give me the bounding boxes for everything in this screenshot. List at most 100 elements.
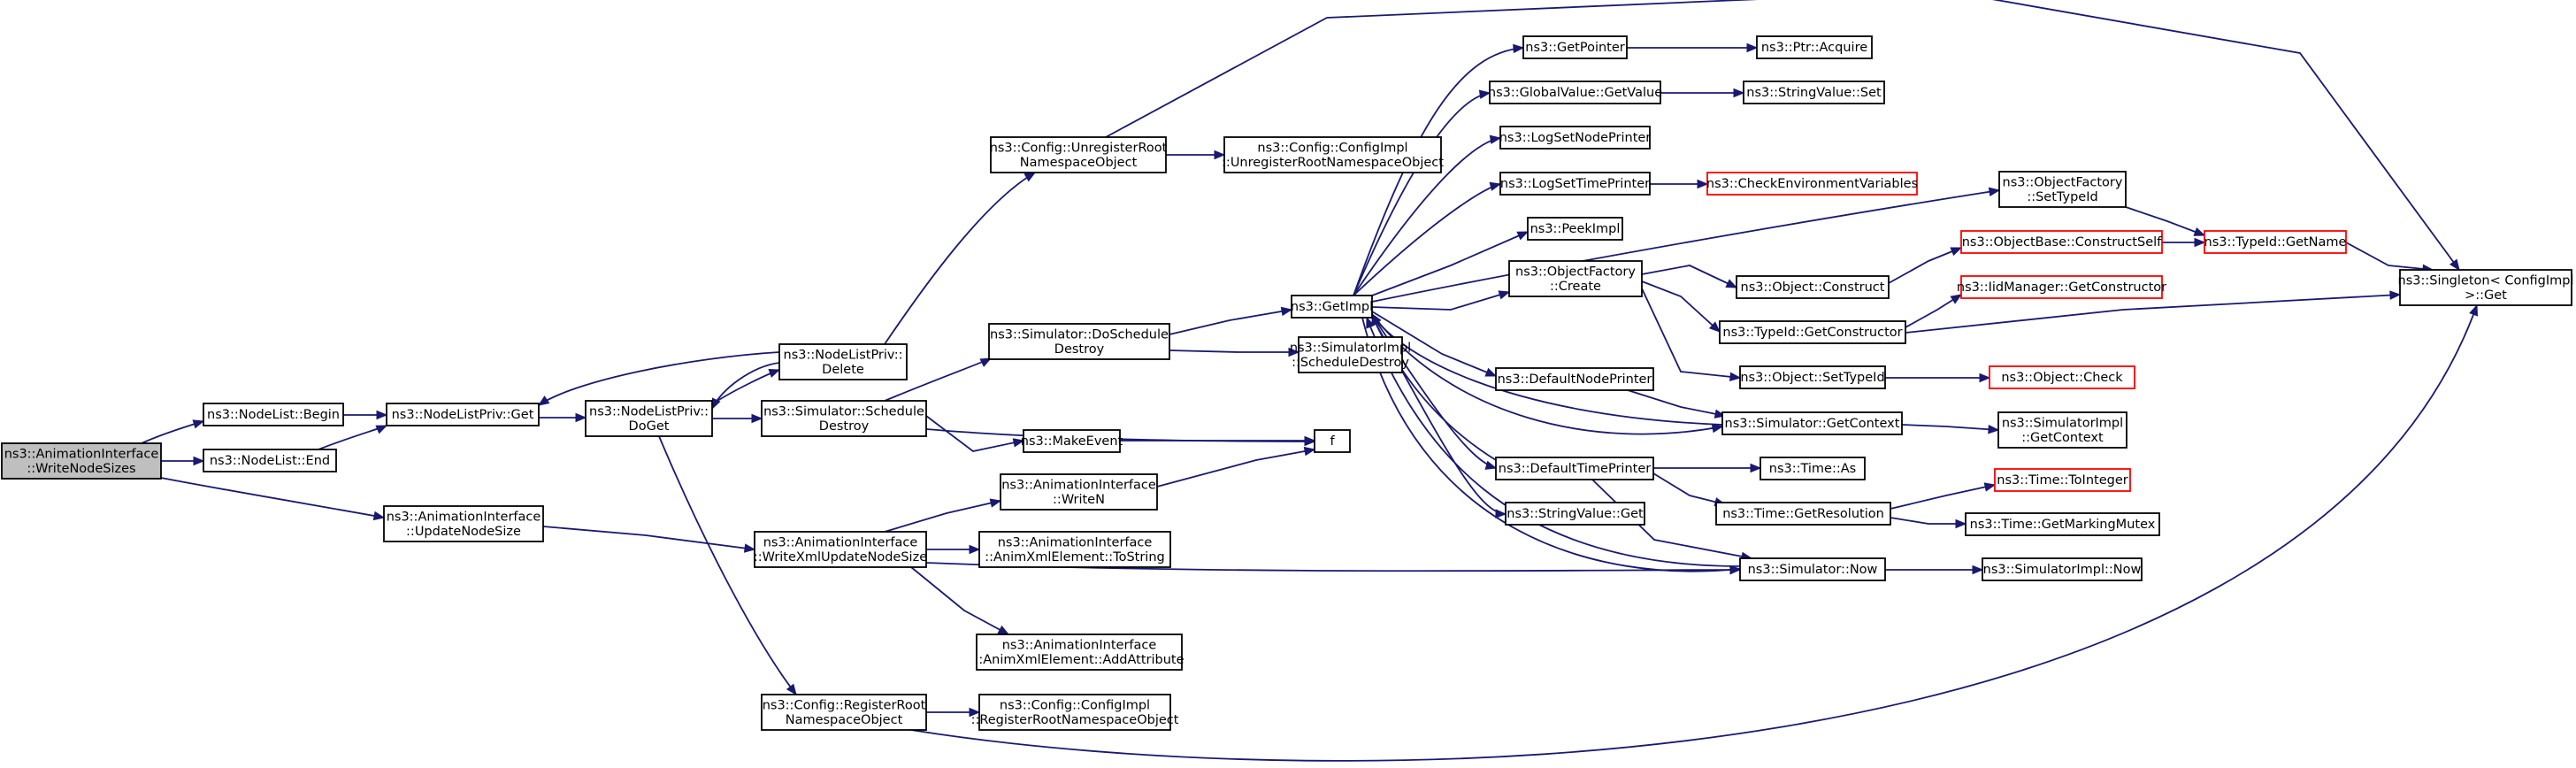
- node-simimpl_getctx[interactable]: ns3::SimulatorImpl::GetContext: [1997, 411, 2128, 449]
- node-label: ::GetContext: [2021, 431, 2104, 445]
- node-label: ns3::StringValue::Get: [1506, 507, 1644, 521]
- node-nlp_delete[interactable]: ns3::NodeListPriv::Delete: [778, 343, 908, 380]
- node-label: ns3::AnimationInterface: [763, 535, 918, 549]
- node-sim_now[interactable]: ns3::Simulator::Now: [1739, 557, 1886, 581]
- call-edge-sim_sched-to-make_event: [925, 415, 1025, 452]
- node-getimpl[interactable]: ns3::GetImpl: [1291, 295, 1373, 319]
- node-time_getres[interactable]: ns3::Time::GetResolution: [1715, 502, 1891, 526]
- call-edge-of_create-to-obj_settypeid: [1641, 288, 1742, 382]
- node-label: ns3::TypeId::GetName: [2204, 235, 2347, 250]
- arrowhead: [969, 707, 981, 718]
- node-cfg_unreg[interactable]: ns3::Config::UnregisterRootNamespaceObje…: [990, 136, 1168, 173]
- node-box: [754, 531, 927, 568]
- node-nlp_doget[interactable]: ns3::NodeListPriv::DoGet: [585, 400, 713, 437]
- node-label: ns3::Object::Check: [2001, 371, 2123, 385]
- node-label: ns3::AnimationInterface: [1002, 638, 1157, 652]
- node-of_create[interactable]: ns3::ObjectFactory::Create: [1508, 260, 1643, 297]
- call-edge-of_settypeid-to-typeid_getname: [2125, 206, 2206, 236]
- node-box: [1291, 295, 1373, 319]
- node-ai_update[interactable]: ns3::AnimationInterface::UpdateNodeSize: [383, 505, 544, 542]
- node-peekimpl[interactable]: ns3::PeekImpl: [1527, 217, 1623, 241]
- node-checkenv[interactable]: ns3::CheckEnvironmentVariables: [1706, 172, 1918, 196]
- node-obj_construct[interactable]: ns3::Object::Construct: [1736, 275, 1890, 299]
- node-getpointer[interactable]: ns3::GetPointer: [1522, 35, 1628, 59]
- node-box: [1721, 411, 1903, 435]
- arrowhead: [1979, 372, 1991, 383]
- arrowhead: [537, 396, 550, 406]
- node-obj_settypeid[interactable]: ns3::Object::SetTypeId: [1739, 365, 1886, 389]
- node-box: [778, 343, 908, 380]
- node-box: [1719, 320, 1906, 344]
- node-ai_tostring[interactable]: ns3::AnimationInterface::AnimXmlElement:…: [978, 531, 1171, 568]
- node-defnodeprinter[interactable]: ns3::DefaultNodePrinter: [1495, 367, 1654, 391]
- node-ai_writen[interactable]: ns3::AnimationInterface::WriteN: [1000, 473, 1158, 511]
- node-nl_end[interactable]: ns3::NodeList::End: [203, 449, 337, 472]
- node-nl_begin[interactable]: ns3::NodeList::Begin: [203, 403, 344, 426]
- node-label: ns3::Config::RegisterRoot: [763, 698, 926, 712]
- node-root[interactable]: ns3::AnimationInterface::WriteNodeSizes: [1, 442, 162, 480]
- node-label: ns3::ObjectFactory: [2003, 175, 2123, 189]
- node-of_settypeid[interactable]: ns3::ObjectFactory::SetTypeId: [1998, 171, 2127, 208]
- call-edge-root-to-nl_begin: [141, 419, 205, 444]
- node-typeid_getname[interactable]: ns3::TypeId::GetName: [2204, 230, 2347, 254]
- arrowhead: [1983, 482, 1997, 492]
- node-label: ns3::GetImpl: [1291, 300, 1373, 314]
- call-edge-nlp_delete-to-cfg_unreg: [884, 172, 1037, 345]
- node-gv_getvalue[interactable]: ns3::GlobalValue::GetValue: [1488, 81, 1662, 104]
- arrowhead: [979, 357, 993, 367]
- node-logsetnode[interactable]: ns3::LogSetNodePrinter: [1499, 126, 1652, 150]
- node-simimpl_sched[interactable]: ns3::SimulatorImpl::ScheduleDestroy: [1290, 336, 1411, 373]
- node-label: ::AnimXmlElement::AddAttribute: [974, 653, 1184, 667]
- node-ptr_acquire[interactable]: ns3::Ptr::Acquire: [1756, 35, 1873, 59]
- node-cfgimpl_reg[interactable]: ns3::Config::ConfigImpl::RegisterRootNam…: [971, 694, 1179, 731]
- call-edge-getimpl-to-logsettime: [1353, 181, 1502, 296]
- node-ai_writexml[interactable]: ns3::AnimationInterface::WriteXmlUpdateN…: [754, 531, 927, 568]
- node-sim_sched[interactable]: ns3::Simulator::ScheduleDestroy: [761, 400, 927, 437]
- node-box: [585, 400, 713, 437]
- node-box: [1960, 230, 2163, 254]
- node-label: >::Get: [2465, 288, 2507, 303]
- node-box: [1960, 275, 2163, 299]
- call-edge-cfg_reg-to-singleton_get: [910, 303, 2479, 762]
- node-label: ns3::GetPointer: [1525, 41, 1625, 55]
- call-edge-ai_writen-to-f: [1156, 446, 1316, 488]
- node-box: [1527, 217, 1623, 241]
- call-edge-getimpl-to-getpointer: [1353, 43, 1525, 296]
- node-label: ::WriteN: [1053, 493, 1105, 507]
- node-objbase_construct[interactable]: ns3::ObjectBase::ConstructSelf: [1960, 230, 2163, 254]
- node-label: ns3::Config::UnregisterRoot: [990, 141, 1168, 155]
- node-time_getmutex[interactable]: ns3::Time::GetMarkingMutex: [1965, 512, 2160, 536]
- node-typeid_getctor[interactable]: ns3::TypeId::GetConstructor: [1719, 320, 1906, 344]
- node-sv_set[interactable]: ns3::StringValue::Set: [1743, 81, 1885, 104]
- node-singleton_get[interactable]: ns3::Singleton< ConfigImpl >::Get: [2398, 269, 2574, 306]
- node-iidmgr_getctor[interactable]: ns3::IidManager::GetConstructor: [1957, 275, 2166, 299]
- node-make_event[interactable]: ns3::MakeEvent: [1021, 429, 1123, 453]
- node-time_toint[interactable]: ns3::Time::ToInteger: [1994, 468, 2131, 492]
- node-label: ns3::TypeId::GetConstructor: [1722, 326, 1902, 340]
- call-edge-sim_sched-to-sim_dosched: [884, 357, 993, 402]
- node-label: ns3::Time::GetResolution: [1722, 507, 1884, 521]
- call-edge-deftimeprinter-to-time_as: [1653, 463, 1762, 473]
- node-label: ::WriteNodeSizes: [27, 462, 135, 476]
- arrowhead: [2194, 237, 2206, 248]
- node-box: [761, 694, 927, 731]
- node-deftimeprinter[interactable]: ns3::DefaultTimePrinter: [1495, 457, 1654, 480]
- node-cfgimpl_unreg[interactable]: ns3::Config::ConfigImpl::UnregisterRootN…: [1222, 136, 1444, 173]
- node-label: ns3::AnimationInterface: [1001, 478, 1156, 492]
- node-simimpl_now[interactable]: ns3::SimulatorImpl::Now: [1982, 557, 2143, 581]
- node-nlp_get[interactable]: ns3::NodeListPriv::Get: [386, 403, 540, 426]
- node-time_as[interactable]: ns3::Time::As: [1760, 457, 1866, 480]
- node-sv_get[interactable]: ns3::StringValue::Get: [1505, 502, 1645, 526]
- node-obj_check[interactable]: ns3::Object::Check: [1989, 365, 2135, 389]
- node-f[interactable]: f: [1314, 429, 1351, 453]
- node-box: [1314, 429, 1351, 453]
- node-logsettime[interactable]: ns3::LogSetTimePrinter: [1499, 172, 1651, 196]
- node-label: Delete: [822, 363, 864, 377]
- node-ai_addattr[interactable]: ns3::AnimationInterface::AnimXmlElement:…: [974, 634, 1184, 671]
- call-edge-of_create-to-obj_construct: [1641, 265, 1738, 288]
- node-cfg_reg[interactable]: ns3::Config::RegisterRootNamespaceObject: [761, 694, 927, 731]
- arrowhead: [1303, 446, 1316, 457]
- node-label: Destroy: [819, 419, 870, 434]
- node-sim_getctx[interactable]: ns3::Simulator::GetContext: [1721, 411, 1903, 435]
